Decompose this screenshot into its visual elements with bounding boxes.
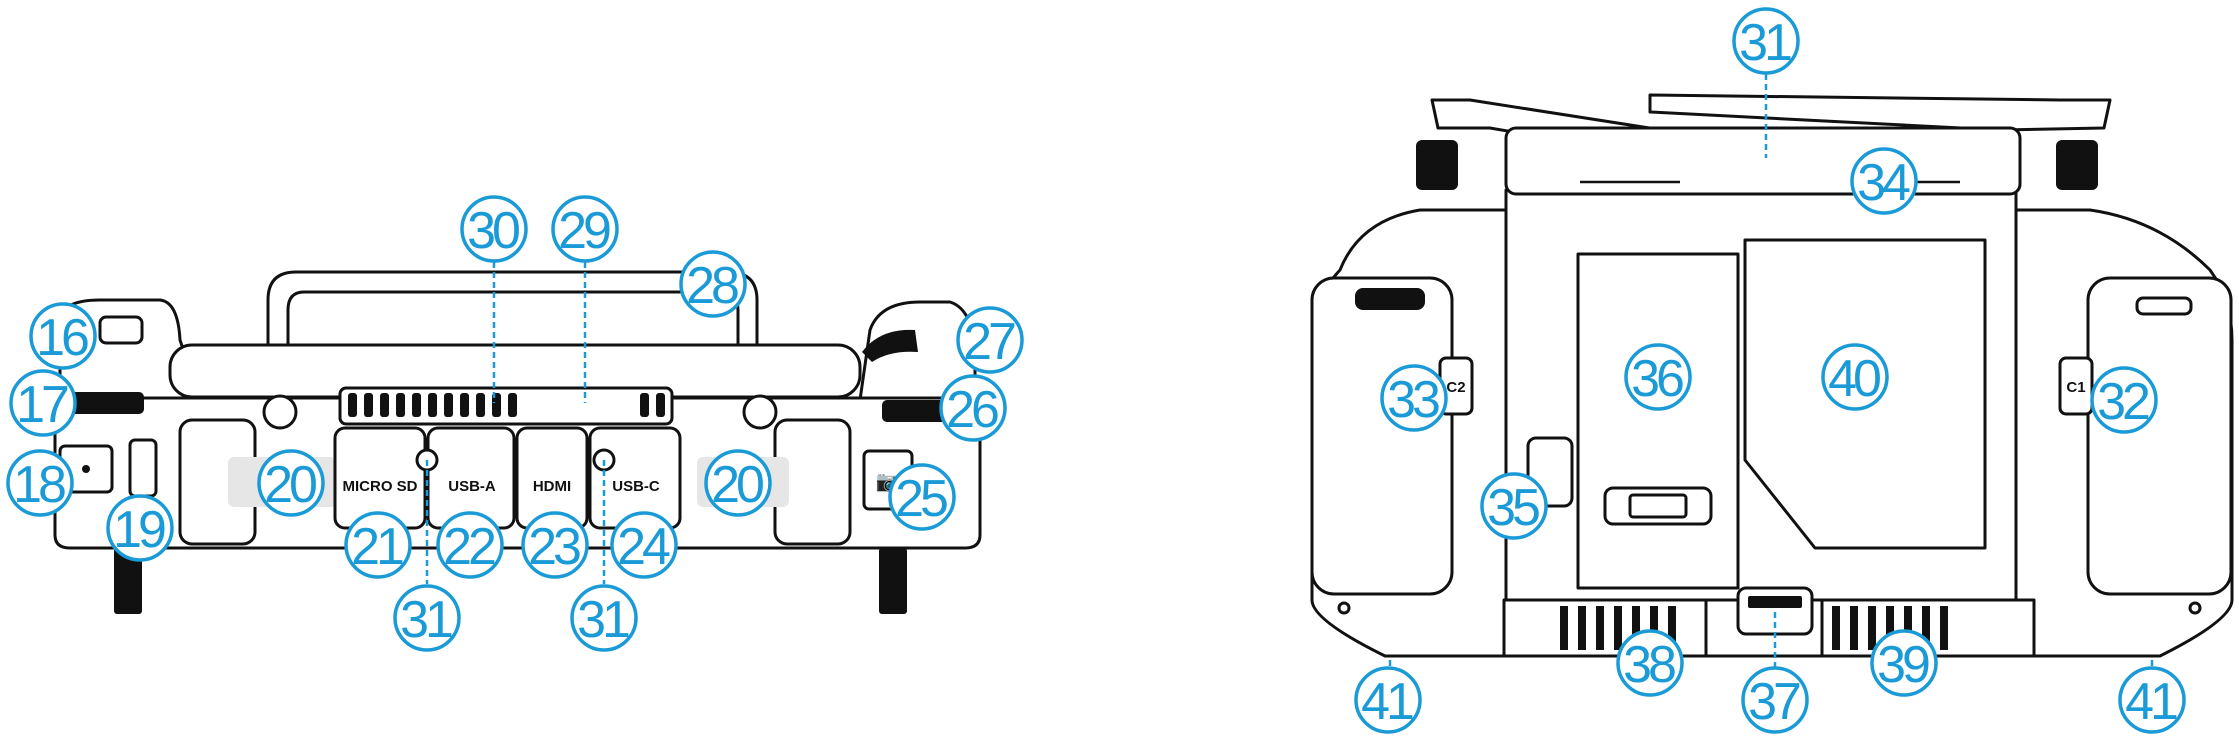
callout-16: 16: [29, 302, 97, 370]
knob-right: [2056, 140, 2098, 190]
dial-right: [862, 329, 918, 362]
callout-24: 24: [610, 511, 678, 579]
grip-panel-left: [1310, 276, 1454, 596]
svg-text:41: 41: [1361, 673, 1413, 731]
stick-right: [742, 394, 778, 430]
callout-31-left: 31: [393, 584, 461, 652]
callout-23: 23: [521, 511, 589, 579]
label-c1: C1: [2066, 379, 2085, 396]
svg-text:21: 21: [351, 518, 403, 576]
screw-right: [2188, 601, 2202, 615]
callout-18: 18: [6, 449, 74, 517]
button-18-dot: [82, 465, 90, 473]
antenna-left-bottom: [114, 548, 142, 614]
callout-37: 37: [1741, 666, 1809, 734]
scroll-wheel-back: [1355, 288, 1425, 310]
vent-right: [1820, 598, 2036, 658]
callout-29: 29: [551, 195, 619, 263]
callout-19: 19: [106, 494, 174, 562]
vent-slots: [348, 393, 665, 417]
callout-21: 21: [344, 511, 412, 579]
svg-text:20: 20: [264, 456, 316, 514]
callouts-front: 16 17 18 19 20 20 21 22 23 24 25 26 27 2…: [6, 195, 1024, 652]
callout-31-right: 31: [570, 584, 638, 652]
antenna-right-bottom: [879, 548, 907, 614]
svg-text:19: 19: [113, 501, 165, 559]
label-c2: C2: [1446, 379, 1465, 396]
callout-35: 35: [1480, 472, 1548, 540]
svg-text:38: 38: [1623, 636, 1675, 694]
back-view-drawing: C2 C1: [1310, 93, 2234, 658]
stick-left: [262, 394, 298, 430]
callout-30: 30: [460, 195, 528, 263]
svg-text:24: 24: [617, 518, 670, 576]
callout-41-right: 41: [2118, 666, 2186, 734]
callout-22: 22: [436, 511, 504, 579]
svg-text:20: 20: [711, 456, 763, 514]
callout-27: 27: [956, 306, 1024, 374]
battery-latch-grip: [1748, 596, 1802, 608]
button-16: [98, 315, 144, 345]
svg-text:17: 17: [16, 376, 68, 434]
svg-text:16: 16: [36, 309, 88, 367]
svg-text:31: 31: [400, 591, 452, 649]
front-view-drawing: 📷 MICRO SD USB-A HDMI USB-C: [53, 270, 982, 614]
screw-left: [1337, 601, 1351, 615]
svg-text:39: 39: [1877, 636, 1929, 694]
svg-text:32: 32: [2097, 373, 2149, 431]
svg-text:36: 36: [1631, 350, 1683, 408]
callout-33: 33: [1380, 364, 1448, 432]
compartment-36: [1576, 252, 1740, 590]
svg-text:26: 26: [946, 381, 998, 439]
switch-back: [2135, 296, 2193, 316]
svg-text:27: 27: [963, 313, 1015, 371]
label-micro-sd: MICRO SD: [343, 478, 418, 495]
callout-25: 25: [888, 463, 956, 531]
svg-text:34: 34: [1857, 154, 1910, 212]
svg-text:33: 33: [1387, 371, 1439, 429]
svg-text:22: 22: [443, 518, 495, 576]
top-bar: [1504, 126, 2022, 196]
callout-36: 36: [1624, 343, 1692, 411]
svg-text:28: 28: [686, 257, 738, 315]
svg-text:18: 18: [13, 456, 65, 514]
grip-panel-right: [2086, 276, 2233, 596]
callout-32: 32: [2090, 366, 2158, 434]
label-usb-c: USB-C: [612, 478, 660, 495]
switch-19: [128, 438, 158, 498]
label-hdmi: HDMI: [533, 478, 571, 495]
scroll-wheel-left: [58, 392, 144, 414]
callouts-back: 31 34 33 32 36 40 35 38 37 39 41 41: [1354, 7, 2186, 734]
svg-text:31: 31: [577, 591, 629, 649]
callout-17: 17: [9, 369, 77, 437]
svg-text:29: 29: [558, 202, 610, 260]
knob-left: [1416, 140, 1458, 190]
svg-text:30: 30: [467, 202, 519, 260]
callout-34: 34: [1850, 147, 1918, 215]
svg-text:23: 23: [528, 518, 580, 576]
callout-38: 38: [1616, 629, 1684, 697]
button-c1: [2058, 356, 2094, 416]
svg-text:35: 35: [1487, 479, 1539, 537]
leader-lines: [425, 74, 2154, 667]
svg-text:41: 41: [2125, 673, 2177, 731]
antenna-folded-right: [1648, 93, 2112, 132]
callout-40: 40: [1821, 343, 1889, 411]
callout-28: 28: [679, 250, 747, 318]
connector-slot: [1628, 493, 1688, 519]
callout-39: 39: [1870, 629, 1938, 697]
label-usb-a: USB-A: [448, 478, 496, 495]
svg-text:37: 37: [1748, 673, 1800, 731]
svg-text:40: 40: [1828, 350, 1880, 408]
callout-26: 26: [939, 374, 1007, 442]
svg-text:31: 31: [1739, 14, 1791, 72]
callout-20-left: 20: [257, 449, 325, 517]
callout-41-left: 41: [1354, 666, 1422, 734]
callout-20-right: 20: [704, 449, 772, 517]
vent-grille: [338, 386, 674, 426]
callout-31-back: 31: [1732, 7, 1800, 75]
svg-text:25: 25: [895, 470, 947, 528]
